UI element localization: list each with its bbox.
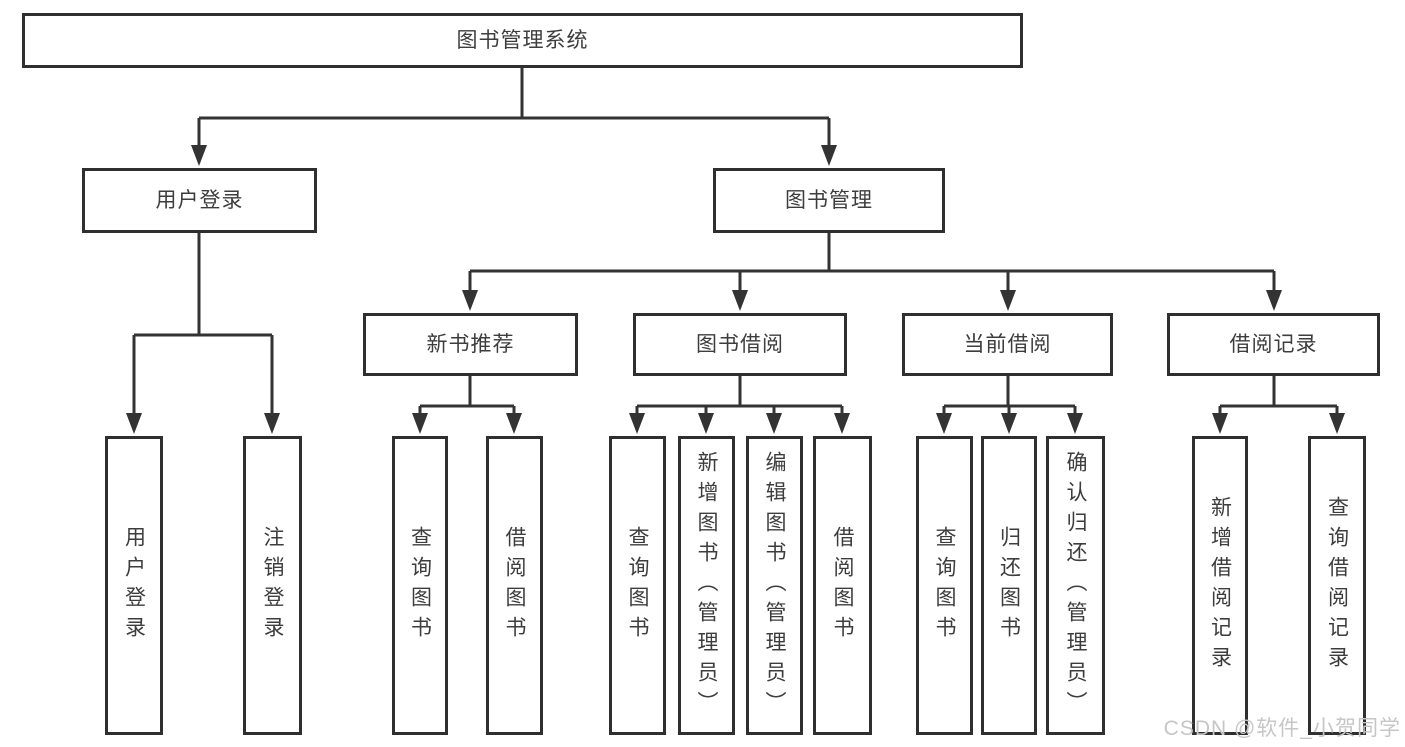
arrowhead-icon <box>1000 290 1016 311</box>
arrowhead-icon <box>462 290 478 311</box>
leaf-return-books: 归还图书 <box>981 436 1037 735</box>
connector-line <box>418 376 516 415</box>
node-label: 用户登录 <box>122 525 146 646</box>
node-current-borrow: 当前借阅 <box>902 313 1113 376</box>
edge-new-book-recommend-to-leaves <box>412 376 522 434</box>
node-label: 编辑图书（管理员） <box>763 450 786 721</box>
node-borrow-records: 借阅记录 <box>1167 313 1380 376</box>
arrowhead-icon <box>264 413 280 434</box>
arrowhead-icon <box>1001 413 1017 434</box>
leaf-add-borrow-record: 新增借阅记录 <box>1192 436 1248 735</box>
leaf-edit-book-admin: 编辑图书（管理员） <box>746 436 803 735</box>
node-book-borrow: 图书借阅 <box>633 313 847 376</box>
connector-line <box>132 233 274 415</box>
arrowhead-icon <box>191 145 207 166</box>
node-root: 图书管理系统 <box>22 13 1023 68</box>
node-label: 确认归还（管理员） <box>1064 450 1087 721</box>
edge-borrow-records-to-leaves <box>1212 376 1345 434</box>
node-label: 查询图书 <box>626 525 649 646</box>
node-new-book-recommend: 新书推荐 <box>363 313 578 376</box>
node-label: 图书管理系统 <box>456 29 589 52</box>
node-label: 借阅图书 <box>503 525 526 646</box>
node-label: 查询借阅记录 <box>1325 495 1349 676</box>
edge-root-to-level2 <box>191 68 837 166</box>
arrowhead-icon <box>698 413 714 434</box>
arrowhead-icon <box>1067 413 1083 434</box>
connector-line <box>468 233 1276 292</box>
arrowhead-icon <box>834 413 850 434</box>
arrowhead-icon <box>1329 413 1345 434</box>
leaf-query-books-current: 查询图书 <box>916 436 973 735</box>
edge-user-login-to-leaves <box>126 233 280 434</box>
node-book-management: 图书管理 <box>713 168 945 233</box>
leaf-query-books-borrow: 查询图书 <box>609 436 666 735</box>
connector-line <box>635 376 844 415</box>
node-label: 当前借阅 <box>963 333 1052 356</box>
arrowhead-icon <box>1266 290 1282 311</box>
watermark-text: CSDN @软件_小贺同学 <box>1163 717 1401 740</box>
node-label: 借阅图书 <box>831 525 854 646</box>
edge-book-management-to-level3 <box>462 233 1282 311</box>
arrowhead-icon <box>412 413 428 434</box>
node-label: 借阅记录 <box>1229 333 1318 356</box>
leaf-query-books-recommend: 查询图书 <box>392 436 448 735</box>
arrowhead-icon <box>506 413 522 434</box>
arrowhead-icon <box>1212 413 1228 434</box>
leaf-logout: 注销登录 <box>243 436 302 735</box>
node-label: 新增借阅记录 <box>1208 495 1232 676</box>
leaf-borrow-books: 借阅图书 <box>813 436 872 735</box>
arrowhead-icon <box>821 145 837 166</box>
arrowhead-icon <box>936 413 952 434</box>
arrowhead-icon <box>766 413 782 434</box>
leaf-add-book-admin: 新增图书（管理员） <box>678 436 735 735</box>
leaf-confirm-return-admin: 确认归还（管理员） <box>1046 436 1105 735</box>
leaf-user-login: 用户登录 <box>105 436 163 735</box>
connector-line <box>1218 376 1339 415</box>
leaf-query-borrow-record: 查询借阅记录 <box>1308 436 1366 735</box>
node-label: 注销登录 <box>261 525 284 646</box>
node-label: 图书管理 <box>785 189 873 212</box>
node-label: 图书借阅 <box>696 333 784 356</box>
node-label: 新增图书（管理员） <box>695 450 718 721</box>
node-label: 查询图书 <box>408 525 432 646</box>
arrowhead-icon <box>629 413 645 434</box>
arrowhead-icon <box>126 413 142 434</box>
leaf-borrow-books-recommend: 借阅图书 <box>486 436 543 735</box>
node-label: 查询图书 <box>933 525 956 646</box>
connector-line <box>942 376 1077 415</box>
edge-book-borrow-to-leaves <box>629 376 850 434</box>
arrowhead-icon <box>732 290 748 311</box>
node-label: 归还图书 <box>997 525 1021 646</box>
node-label: 用户登录 <box>155 189 244 212</box>
node-user-login: 用户登录 <box>82 168 317 233</box>
edge-current-borrow-to-leaves <box>936 376 1083 434</box>
node-label: 新书推荐 <box>426 333 515 356</box>
connector-line <box>197 68 831 147</box>
